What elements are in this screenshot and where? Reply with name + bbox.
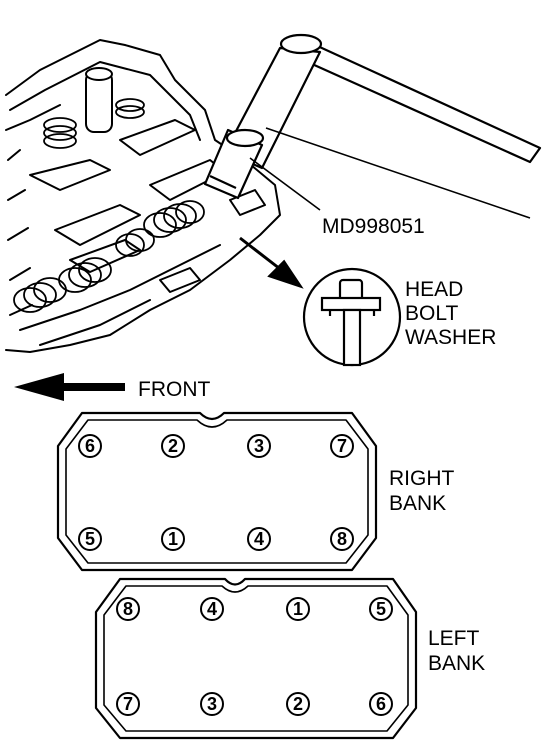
bolt-number: 2 <box>293 694 303 714</box>
bolt-number: 3 <box>254 436 264 456</box>
washer-label-line-1: HEAD <box>405 278 463 301</box>
right-bank-plate <box>56 411 378 572</box>
bolt-marker: 8 <box>116 597 140 621</box>
bolt-number: 1 <box>168 529 178 549</box>
right-bank-label-line-2: BANK <box>389 492 446 515</box>
bolt-marker: 3 <box>247 434 271 458</box>
engine-head-illustration <box>5 39 281 353</box>
left-bank-label-line-1: LEFT <box>428 627 480 650</box>
bolt-number: 6 <box>376 694 386 714</box>
bolt-number: 5 <box>376 599 386 619</box>
right-bank-bolts: 6 2 3 7 5 1 4 8 <box>78 434 354 551</box>
washer-label-line-2: BOLT <box>405 302 458 325</box>
head-bolt-washer-detail <box>302 267 402 367</box>
bolt-number: 4 <box>254 529 264 549</box>
bolt-marker: 4 <box>247 527 271 551</box>
bolt-marker: 5 <box>78 527 102 551</box>
left-bank-bolts: 8 4 1 5 7 3 2 6 <box>116 597 393 716</box>
detail-arrow <box>239 236 304 289</box>
bolt-number: 4 <box>207 599 217 619</box>
bolt-number: 5 <box>85 529 95 549</box>
bolt-number: 7 <box>337 436 347 456</box>
bolt-marker: 7 <box>330 434 354 458</box>
bolt-number: 1 <box>293 599 303 619</box>
bolt-marker: 1 <box>286 597 310 621</box>
bolt-marker: 3 <box>200 692 224 716</box>
left-bank-label-line-2: BANK <box>428 652 485 675</box>
bolt-number: 6 <box>85 436 95 456</box>
bolt-marker: 6 <box>369 692 393 716</box>
bolt-marker: 8 <box>330 527 354 551</box>
tool-part-number-label: MD998051 <box>322 215 425 238</box>
right-bank-label-line-1: RIGHT <box>389 467 455 490</box>
bolt-number: 8 <box>337 529 347 549</box>
bolt-number: 2 <box>168 436 178 456</box>
bolt-number: 7 <box>123 694 133 714</box>
socket-wrench-tool <box>203 33 542 200</box>
bolt-marker: 5 <box>369 597 393 621</box>
bolt-marker: 4 <box>200 597 224 621</box>
bolt-number: 3 <box>207 694 217 714</box>
washer-label-line-3: WASHER <box>405 326 496 349</box>
bolt-marker: 2 <box>286 692 310 716</box>
left-bank-plate <box>94 577 418 740</box>
front-arrow <box>14 373 125 401</box>
bolt-marker: 7 <box>116 692 140 716</box>
bolt-marker: 6 <box>78 434 102 458</box>
bolt-marker: 2 <box>161 434 185 458</box>
bolt-marker: 1 <box>161 527 185 551</box>
bolt-number: 8 <box>123 599 133 619</box>
front-label: FRONT <box>138 378 210 401</box>
